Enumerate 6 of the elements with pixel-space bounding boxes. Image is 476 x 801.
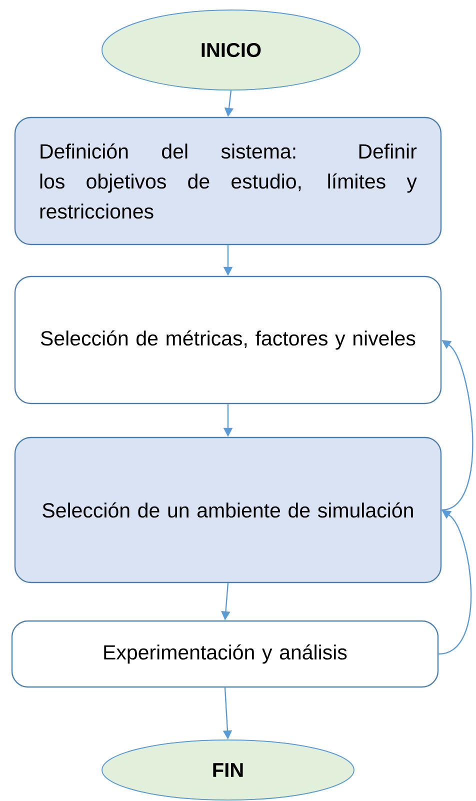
- process-box: Selección de un ambiente de simulación: [14, 436, 442, 584]
- process-box: Experimentación y análisis: [11, 620, 439, 688]
- process-box: Definición del sistema: Definir los objetivos de estudio, límites y restricciones: [14, 116, 442, 246]
- process-box: Selección de métricas, factores y niveles: [14, 276, 442, 404]
- arrow: [438, 510, 472, 655]
- arrow: [441, 340, 474, 511]
